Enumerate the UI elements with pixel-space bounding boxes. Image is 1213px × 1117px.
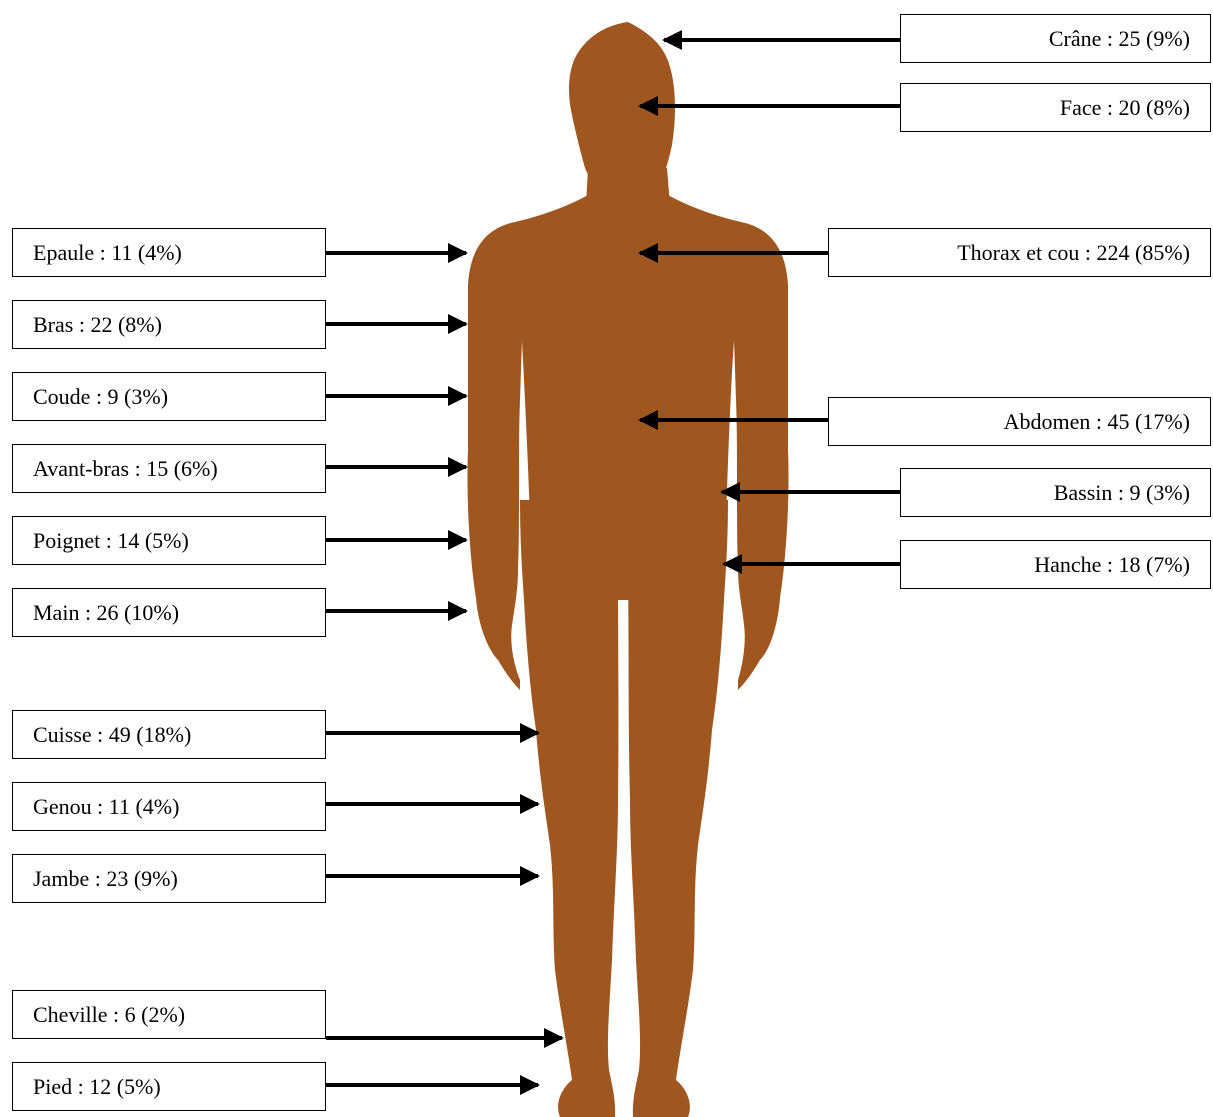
label-crane: Crâne : 25 (9%) (900, 14, 1211, 63)
label-pied: Pied : 12 (5%) (12, 1062, 326, 1111)
label-epaule: Epaule : 11 (4%) (12, 228, 326, 277)
label-poignet-text: Poignet : 14 (5%) (33, 530, 189, 552)
torso-arms-shape (467, 195, 788, 690)
label-bassin: Bassin : 9 (3%) (900, 468, 1211, 517)
label-epaule-text: Epaule : 11 (4%) (33, 242, 182, 264)
label-bras-text: Bras : 22 (8%) (33, 314, 162, 336)
label-cuisse: Cuisse : 49 (18%) (12, 710, 326, 759)
label-cuisse-text: Cuisse : 49 (18%) (33, 724, 191, 746)
label-jambe-text: Jambe : 23 (9%) (33, 868, 178, 890)
label-avant-bras-text: Avant-bras : 15 (6%) (33, 458, 218, 480)
label-bassin-text: Bassin : 9 (3%) (1054, 482, 1190, 504)
label-avant-bras: Avant-bras : 15 (6%) (12, 444, 326, 493)
label-face: Face : 20 (8%) (900, 83, 1211, 132)
label-main-text: Main : 26 (10%) (33, 602, 179, 624)
label-cheville: Cheville : 6 (2%) (12, 990, 326, 1039)
label-jambe: Jambe : 23 (9%) (12, 854, 326, 903)
label-bras: Bras : 22 (8%) (12, 300, 326, 349)
label-genou: Genou : 11 (4%) (12, 782, 326, 831)
label-thorax-cou-text: Thorax et cou : 224 (85%) (957, 242, 1190, 264)
label-abdomen: Abdomen : 45 (17%) (828, 397, 1211, 446)
label-abdomen-text: Abdomen : 45 (17%) (1004, 411, 1190, 433)
label-cheville-text: Cheville : 6 (2%) (33, 1004, 185, 1026)
label-face-text: Face : 20 (8%) (1060, 97, 1190, 119)
human-silhouette (467, 22, 788, 1117)
label-genou-text: Genou : 11 (4%) (33, 796, 179, 818)
label-hanche: Hanche : 18 (7%) (900, 540, 1211, 589)
label-coude: Coude : 9 (3%) (12, 372, 326, 421)
label-hanche-text: Hanche : 18 (7%) (1034, 554, 1190, 576)
label-main: Main : 26 (10%) (12, 588, 326, 637)
label-coude-text: Coude : 9 (3%) (33, 386, 168, 408)
label-poignet: Poignet : 14 (5%) (12, 516, 326, 565)
label-crane-text: Crâne : 25 (9%) (1049, 28, 1190, 50)
label-pied-text: Pied : 12 (5%) (33, 1076, 161, 1098)
label-thorax-cou: Thorax et cou : 224 (85%) (828, 228, 1211, 277)
